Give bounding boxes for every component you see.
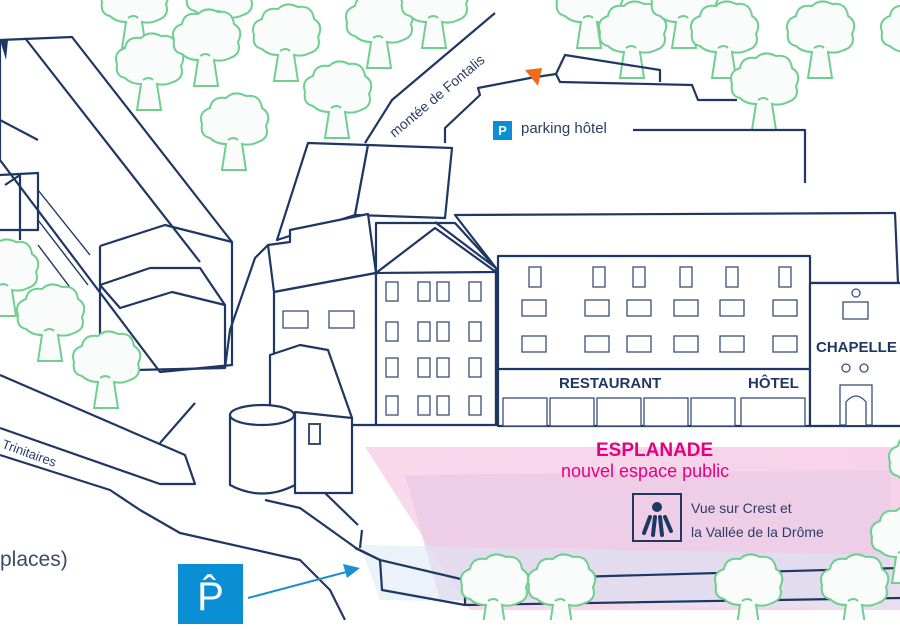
building-middle [223, 141, 454, 427]
building-chapelle [808, 281, 900, 428]
view-label-line1: Vue sur Crest et [691, 500, 792, 516]
parking-arrow [247, 564, 360, 599]
esplanade-title: ESPLANADE [596, 440, 714, 461]
tower [228, 403, 381, 561]
label-restaurant: RESTAURANT [559, 375, 662, 392]
roads-left [0, 119, 346, 620]
label-chapelle: CHAPELLE [816, 339, 897, 356]
orange-marker-icon [525, 68, 542, 86]
building-pediment [374, 221, 498, 427]
view-label-line2: la Vallée de la Drôme [691, 524, 824, 540]
pediment-windows [385, 281, 482, 416]
label-hotel: HÔTEL [748, 375, 799, 392]
parking-public-badge[interactable]: P̂ [178, 564, 243, 624]
esplanade-subtitle: nouvel espace public [561, 461, 730, 481]
trees-top [100, 0, 900, 171]
hotel-windows-top [528, 266, 792, 288]
viewpoint-icon [632, 493, 682, 542]
parking-public-label: places) [0, 548, 68, 571]
building-left [0, 35, 234, 374]
road-montee [364, 12, 807, 183]
hotel-arcades [502, 397, 806, 427]
hotel-windows-mid [521, 299, 798, 353]
building-hotel [453, 211, 900, 428]
parking-hotel-label: parking hôtel [521, 120, 607, 137]
parking-hotel-badge[interactable]: P [493, 121, 512, 140]
